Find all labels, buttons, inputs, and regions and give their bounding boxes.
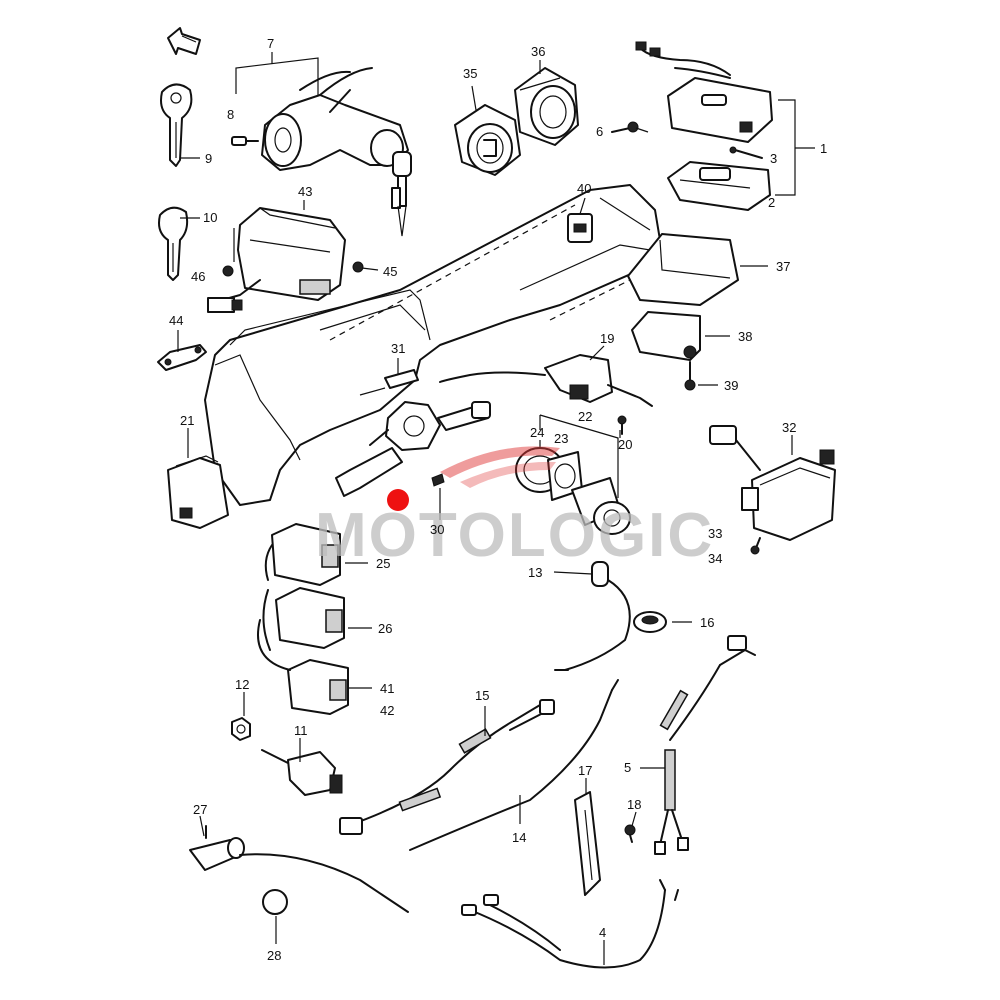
callout-2: 2 bbox=[768, 195, 775, 210]
pad-37 bbox=[627, 233, 739, 306]
callout-11: 11 bbox=[294, 723, 308, 738]
switch-41 bbox=[257, 619, 349, 715]
center-line bbox=[329, 204, 576, 341]
watermark-logo: MOTOLOGIC bbox=[315, 446, 714, 570]
callout-37: 37 bbox=[776, 259, 790, 274]
callout-17: 17 bbox=[578, 763, 592, 778]
grommet-16 bbox=[633, 611, 667, 633]
callout-26: 26 bbox=[378, 621, 392, 636]
screw-46 bbox=[222, 265, 234, 277]
pad-38 bbox=[631, 311, 701, 361]
callout-21: 21 bbox=[180, 413, 194, 428]
relay-32 bbox=[709, 425, 836, 541]
callout-44: 44 bbox=[169, 313, 183, 328]
callout-22: 22 bbox=[578, 409, 592, 424]
callout-45: 45 bbox=[383, 264, 397, 279]
instrument-cover bbox=[204, 184, 661, 506]
nut-12 bbox=[231, 717, 251, 741]
callout-19: 19 bbox=[600, 331, 614, 346]
wire-14 bbox=[409, 679, 619, 851]
screw-30 bbox=[431, 473, 445, 487]
callout-10: 10 bbox=[203, 210, 217, 225]
callout-31: 31 bbox=[391, 341, 405, 356]
screw-18 bbox=[624, 824, 636, 843]
selected-part-marker[interactable] bbox=[387, 489, 409, 511]
callout-30: 30 bbox=[430, 522, 444, 537]
callout-43: 43 bbox=[298, 184, 312, 199]
watermark-text: MOTOLOGIC bbox=[315, 501, 714, 570]
callout-42: 42 bbox=[380, 703, 394, 718]
callout-46: 46 bbox=[191, 269, 205, 284]
plate-31 bbox=[359, 369, 419, 396]
callout-39: 39 bbox=[724, 378, 738, 393]
screw-45 bbox=[352, 261, 364, 273]
callout-38: 38 bbox=[738, 329, 752, 344]
callout-7: 7 bbox=[267, 36, 274, 51]
wire-4 bbox=[461, 879, 679, 969]
ignition-switch bbox=[261, 67, 409, 171]
watermark-swoosh-icon bbox=[440, 446, 560, 478]
wire-5 bbox=[654, 635, 756, 855]
box-assembly-1 bbox=[635, 41, 773, 211]
callout-6: 6 bbox=[596, 124, 603, 139]
screw-3 bbox=[729, 146, 763, 159]
socket-13 bbox=[554, 561, 631, 671]
callout-9: 9 bbox=[205, 151, 212, 166]
harness-15 bbox=[339, 699, 555, 835]
screw-39 bbox=[684, 361, 696, 391]
callout-33: 33 bbox=[708, 526, 722, 541]
strip-17 bbox=[574, 791, 601, 896]
cap-28 bbox=[262, 889, 288, 915]
callout-13: 13 bbox=[528, 565, 542, 580]
ignition-key bbox=[391, 151, 412, 237]
key-9 bbox=[160, 83, 193, 167]
gauge-36 bbox=[514, 67, 579, 146]
callout-15: 15 bbox=[475, 688, 489, 703]
callout-36: 36 bbox=[531, 44, 545, 59]
callout-12: 12 bbox=[235, 677, 249, 692]
combination-switch bbox=[335, 401, 491, 497]
switch-26 bbox=[262, 587, 345, 651]
front-arrow-icon bbox=[167, 27, 201, 55]
callout-5: 5 bbox=[624, 760, 631, 775]
callout-28: 28 bbox=[267, 948, 281, 963]
callout-18: 18 bbox=[627, 797, 641, 812]
callout-1: 1 bbox=[820, 141, 827, 156]
callout-34: 34 bbox=[708, 551, 722, 566]
bracket-44 bbox=[157, 344, 207, 371]
callout-25: 25 bbox=[376, 556, 390, 571]
callout-27: 27 bbox=[193, 802, 207, 817]
switch-19 bbox=[439, 354, 653, 407]
screw-6 bbox=[611, 121, 639, 133]
callout-23: 23 bbox=[554, 431, 568, 446]
callout-41: 41 bbox=[380, 681, 394, 696]
callout-3: 3 bbox=[770, 151, 777, 166]
callout-35: 35 bbox=[463, 66, 477, 81]
key-10 bbox=[158, 206, 189, 281]
callout-32: 32 bbox=[782, 420, 796, 435]
screw-20 bbox=[617, 415, 627, 435]
switch-11 bbox=[261, 749, 343, 796]
callout-4: 4 bbox=[599, 925, 606, 940]
relay-21 bbox=[167, 455, 229, 529]
screw-33 bbox=[750, 537, 761, 555]
leader-lines bbox=[177, 52, 815, 965]
screw-8 bbox=[231, 136, 259, 146]
callout-8: 8 bbox=[227, 107, 234, 122]
bulb-27 bbox=[189, 825, 409, 913]
callout-14: 14 bbox=[512, 830, 526, 845]
connector-40 bbox=[567, 213, 593, 243]
switch-25 bbox=[264, 523, 341, 586]
callout-40: 40 bbox=[577, 181, 591, 196]
lighter-22 bbox=[539, 414, 631, 535]
callout-20: 20 bbox=[618, 437, 632, 452]
callout-24: 24 bbox=[530, 425, 544, 440]
gauge-35 bbox=[454, 104, 521, 176]
control-unit-43 bbox=[207, 207, 346, 313]
callout-16: 16 bbox=[700, 615, 714, 630]
